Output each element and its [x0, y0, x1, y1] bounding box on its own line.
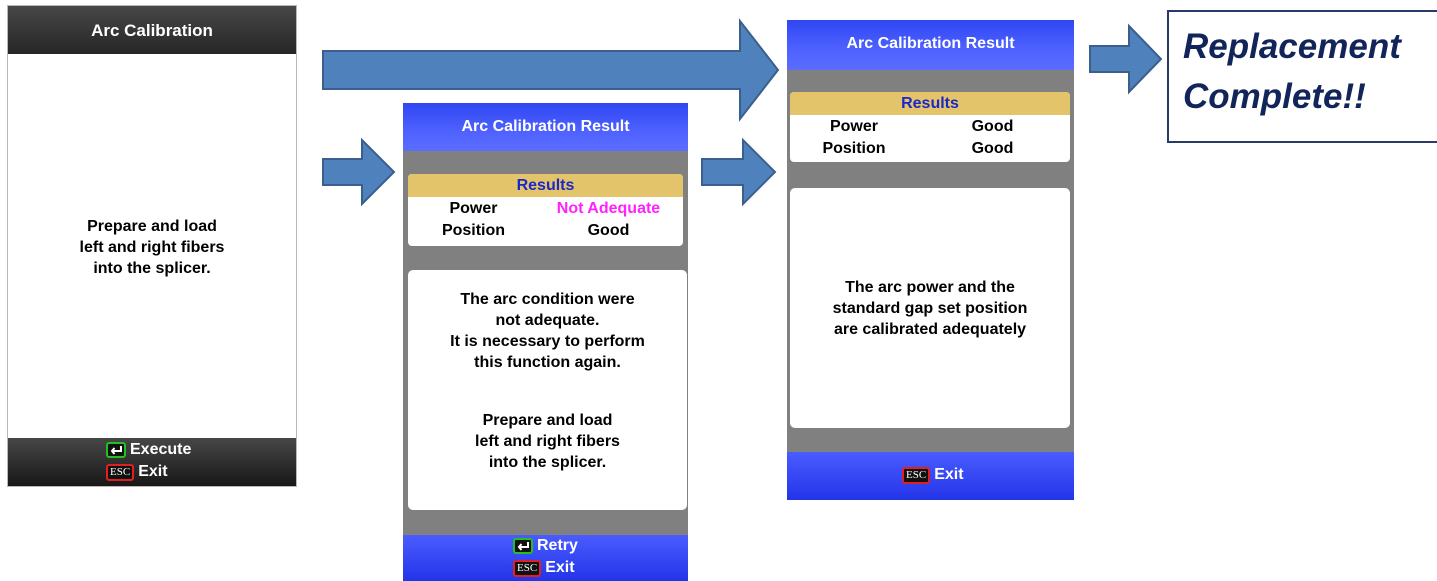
results-header: Results: [408, 174, 683, 197]
message-line: Prepare and load: [87, 218, 217, 235]
arc-calibration-screen: Arc Calibration Prepare and load left an…: [7, 5, 297, 487]
message-line: into the splicer.: [93, 260, 211, 277]
enter-key-icon: [106, 442, 126, 458]
footer-bar: Execute ESC Exit: [8, 438, 296, 486]
result-row-position: Position Good: [408, 219, 683, 243]
message-line: not adequate.: [495, 312, 600, 329]
exit-label: Exit: [934, 466, 964, 483]
message-line: are calibrated adequately: [833, 321, 1027, 338]
power-value: Good: [971, 118, 1014, 135]
screen-title: Arc Calibration Result: [403, 103, 688, 151]
exit-label: Exit: [545, 559, 575, 576]
results-header: Results: [790, 92, 1070, 115]
result-row-position: Position Good: [790, 137, 1070, 161]
message-panel: The arc condition were not adequate. It …: [408, 270, 687, 510]
enter-key-icon: [513, 538, 533, 554]
completion-line: Complete!!: [1183, 77, 1366, 116]
exit-button[interactable]: ESC Exit: [106, 462, 168, 482]
message-line: The arc condition were: [460, 291, 635, 308]
position-value: Good: [971, 140, 1014, 157]
position-label: Position: [441, 222, 506, 239]
power-value: Not Adequate: [556, 200, 661, 217]
message-line: The arc power and the: [845, 279, 1015, 296]
exit-label: Exit: [138, 463, 168, 480]
instruction-message: Prepare and load left and right fibers i…: [408, 410, 687, 473]
esc-key-icon: ESC: [513, 559, 542, 577]
message-line: left and right fibers: [79, 239, 225, 256]
message-line: into the splicer.: [488, 454, 607, 471]
execute-label: Execute: [130, 441, 192, 458]
replacement-complete-text: Replacement Complete!!: [1183, 22, 1433, 122]
exit-button[interactable]: ESC Exit: [902, 465, 964, 485]
esc-key-icon: ESC: [902, 466, 931, 484]
message-panel: The arc power and the standard gap set p…: [790, 188, 1070, 428]
arc-calibration-result-screen-fail: Arc Calibration Result Results Power Not…: [403, 103, 688, 581]
exit-button[interactable]: ESC Exit: [513, 558, 575, 578]
retry-button[interactable]: Retry: [513, 536, 578, 556]
message-line: this function again.: [474, 354, 621, 371]
power-label: Power: [829, 118, 878, 135]
right-arrow-long: [322, 18, 780, 122]
arc-calibration-result-screen-pass: Arc Calibration Result Results Power Goo…: [787, 20, 1074, 500]
footer-bar: ESC Exit: [787, 452, 1074, 500]
results-panel: Results Power Good Position Good: [790, 92, 1070, 162]
results-panel: Results Power Not Adequate Position Good: [408, 174, 683, 246]
message-line: left and right fibers: [475, 433, 620, 450]
right-arrow-1: [322, 137, 396, 207]
footer-bar: Retry ESC Exit: [403, 535, 688, 581]
position-label: Position: [822, 140, 886, 157]
message-line: Prepare and load: [482, 412, 613, 429]
result-row-power: Power Not Adequate: [408, 197, 683, 221]
completion-line: Replacement: [1183, 27, 1401, 66]
message-line: standard gap set position: [832, 300, 1028, 317]
power-label: Power: [449, 200, 498, 217]
execute-button[interactable]: Execute: [106, 440, 191, 460]
position-value: Good: [587, 222, 630, 239]
screen-title: Arc Calibration: [8, 6, 296, 54]
retry-label: Retry: [537, 537, 578, 554]
failure-message: The arc condition were not adequate. It …: [408, 289, 687, 373]
right-arrow-3: [1089, 23, 1163, 95]
screen-title: Arc Calibration Result: [787, 20, 1074, 70]
message-line: It is necessary to perform: [450, 333, 645, 350]
replacement-complete-box: Replacement Complete!!: [1167, 10, 1437, 143]
result-row-power: Power Good: [790, 115, 1070, 139]
esc-key-icon: ESC: [106, 463, 135, 481]
right-arrow-2: [701, 137, 777, 207]
instruction-message: Prepare and load left and right fibers i…: [8, 216, 296, 279]
success-message: The arc power and the standard gap set p…: [790, 277, 1070, 340]
